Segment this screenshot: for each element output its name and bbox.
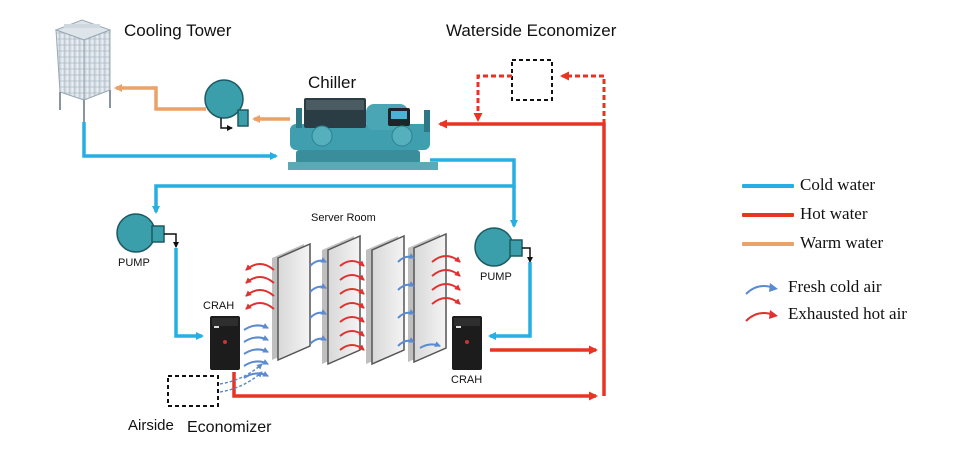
hot-water-bypass [473, 71, 606, 124]
pump-right-label: PUMP [480, 271, 512, 283]
warm-water-pipes [114, 84, 290, 123]
chiller-icon [288, 98, 438, 170]
legend-warm-water-label: Warm water [800, 233, 884, 252]
crah-right-icon [452, 316, 482, 370]
legend-exhausted-hot-air: Exhausted hot air [742, 303, 974, 327]
airside-economizer-box [167, 375, 219, 407]
legend-cold-water: Cold water [742, 174, 974, 198]
legend-fresh-cold-air-label: Fresh cold air [788, 277, 882, 296]
server-rack-3 [366, 234, 405, 366]
legend-hot-water-label: Hot water [800, 204, 868, 223]
legend-exhausted-hot-air-label: Exhausted hot air [788, 304, 907, 323]
waterside-economizer-box [511, 59, 553, 101]
pump-left-label: PUMP [118, 257, 150, 269]
legend-cold-water-swatch [742, 184, 794, 188]
cooling-tower-label: Cooling Tower [124, 21, 232, 40]
fresh-cold-air-arrows [243, 253, 441, 379]
legend-warm-water-swatch [742, 242, 794, 246]
legend-fresh-cold-air: Fresh cold air [742, 276, 974, 300]
legend-warm-water: Warm water [742, 232, 974, 256]
pump-top-icon [204, 79, 249, 131]
crah-right-label: CRAH [451, 374, 483, 386]
server-room-label: Server Room [311, 212, 376, 224]
chiller-label: Chiller [308, 73, 357, 92]
economizer-label: Economizer [187, 419, 272, 436]
pump-left-icon [116, 213, 179, 253]
hot-air-arrow-icon [745, 310, 778, 322]
pump-right-icon [474, 227, 533, 267]
cooling-tower-icon [54, 19, 112, 122]
server-rack-4 [408, 232, 447, 364]
legend-cold-water-label: Cold water [800, 175, 876, 194]
server-rack-1 [272, 242, 311, 362]
waterside-economizer-label: Waterside Economizer [446, 21, 617, 40]
crah-left-icon [210, 316, 240, 370]
exhausted-hot-air-arrows [245, 255, 461, 351]
crah-left-label: CRAH [203, 300, 235, 312]
fresh-air-arrow-icon [745, 283, 778, 295]
legend-hot-water: Hot water [742, 203, 974, 227]
cold-water-pipes [82, 122, 532, 340]
legend-hot-water-swatch [742, 213, 794, 217]
airside-label: Airside [128, 417, 174, 434]
